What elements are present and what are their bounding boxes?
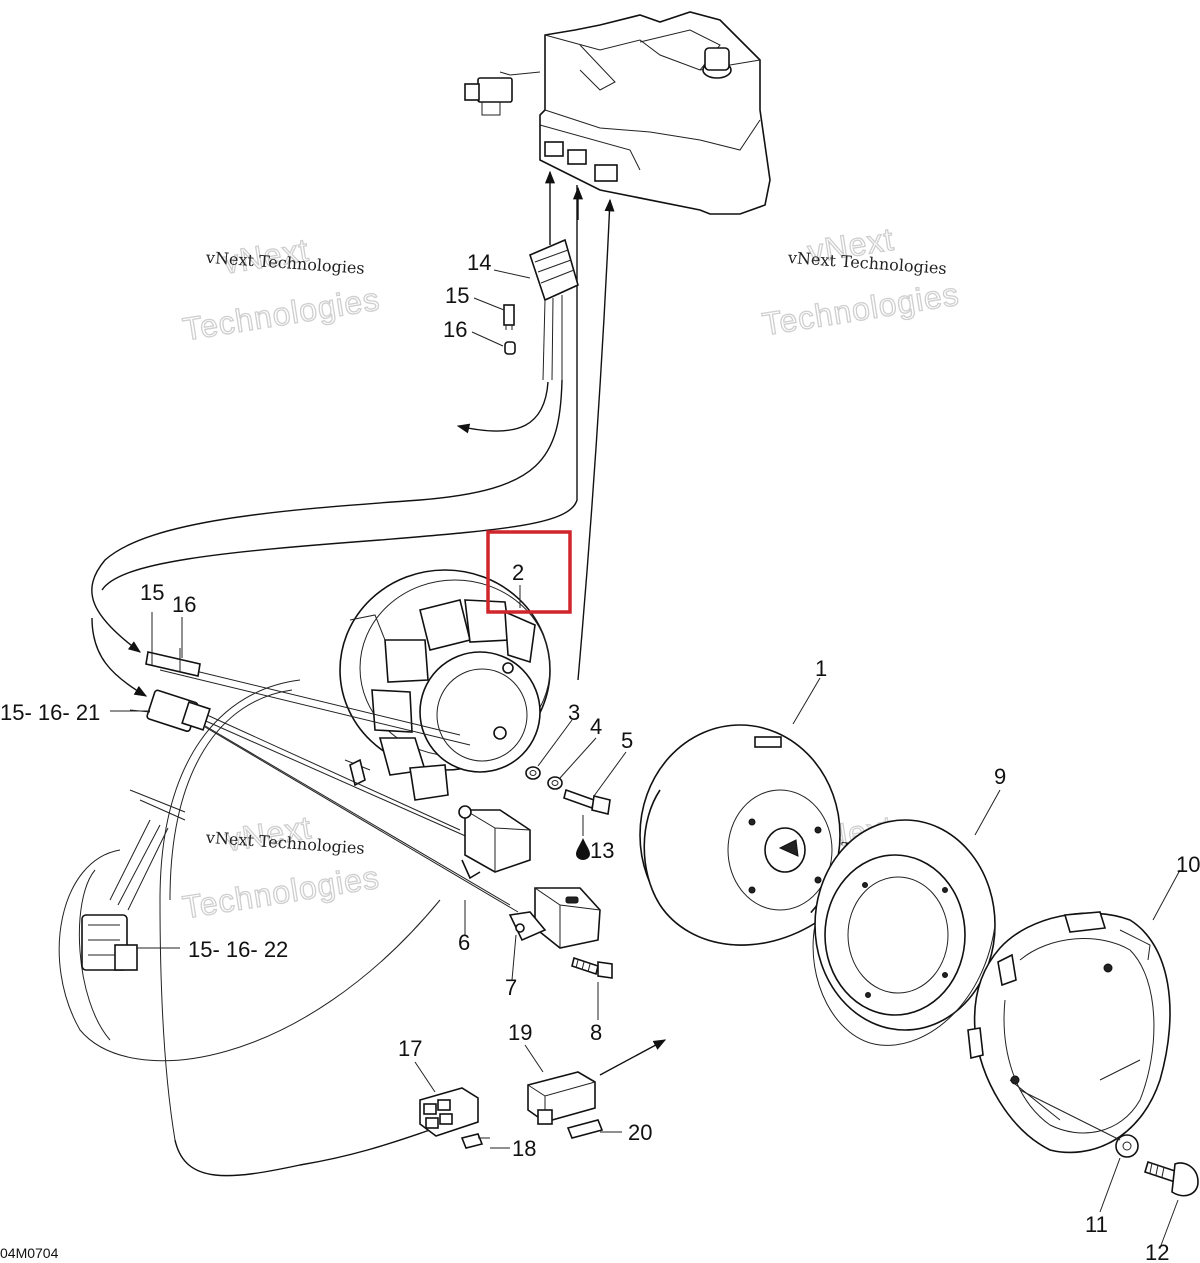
label-part-16-top: 16 bbox=[443, 317, 467, 342]
label-15-16-21: 15- 16- 21 bbox=[0, 700, 100, 725]
connector-19 bbox=[527, 1071, 596, 1125]
electronic-module bbox=[464, 11, 771, 215]
watermark-big-line2: Technologies bbox=[180, 859, 382, 926]
washer-11 bbox=[1115, 1134, 1139, 1158]
label-part-9: 9 bbox=[994, 764, 1006, 789]
watermark-top-right: vNext Technologies vNext Technologies bbox=[759, 220, 962, 343]
terminal-20 bbox=[566, 1119, 604, 1139]
drawing-code: 04M0704 bbox=[0, 1245, 59, 1261]
axis-line-cover bbox=[1019, 1089, 1121, 1141]
leader-12 bbox=[1159, 1199, 1179, 1249]
leader-7 bbox=[511, 934, 517, 981]
label-part-14: 14 bbox=[467, 250, 491, 275]
washer-3 bbox=[525, 766, 541, 780]
leader-16-top bbox=[471, 331, 504, 347]
loctite-drop-icon bbox=[576, 838, 590, 860]
leader-17 bbox=[414, 1061, 436, 1093]
label-part-20: 20 bbox=[628, 1120, 652, 1145]
leader-4 bbox=[559, 737, 597, 779]
watermark-big-line2: Technologies bbox=[180, 281, 382, 348]
leader-19 bbox=[524, 1044, 544, 1073]
watermark-mid-left: vNext Technologies vNext Technologies bbox=[179, 809, 382, 927]
leader-3 bbox=[537, 719, 573, 767]
label-part-10: 10 bbox=[1176, 852, 1200, 877]
wiring-harness bbox=[58, 659, 519, 1177]
label-part-15-mid: 15 bbox=[140, 580, 164, 605]
bolt-8 bbox=[571, 956, 613, 979]
black-wire bbox=[174, 1129, 431, 1177]
harness-wire-3 bbox=[91, 617, 148, 697]
highlight-box-part-2 bbox=[486, 530, 572, 614]
ring-gear-9 bbox=[812, 819, 996, 1046]
cover-10 bbox=[967, 911, 1171, 1154]
label-part-18: 18 bbox=[512, 1136, 536, 1161]
stator-coils bbox=[371, 599, 536, 801]
harness-wire-1 bbox=[91, 379, 563, 653]
connector-17 bbox=[419, 1087, 479, 1137]
stator-2 bbox=[339, 569, 551, 801]
leader-10 bbox=[1152, 869, 1181, 921]
label-part-1: 1 bbox=[815, 656, 827, 681]
label-part-8: 8 bbox=[590, 1020, 602, 1045]
label-part-5: 5 bbox=[621, 728, 633, 753]
label-part-12: 12 bbox=[1145, 1240, 1169, 1263]
connector-15-16-21 bbox=[129, 689, 211, 733]
arrow-to-module-3 bbox=[577, 198, 615, 681]
label-15-16-22: 15- 16- 22 bbox=[188, 937, 288, 962]
leader-15-top bbox=[473, 297, 505, 311]
connector-14 bbox=[529, 238, 579, 381]
label-part-2: 2 bbox=[512, 560, 524, 585]
pickup-sensor-6 bbox=[458, 805, 531, 880]
harness-wire-2 bbox=[101, 185, 578, 591]
sensor-7 bbox=[508, 887, 601, 949]
label-part-16-mid: 16 bbox=[172, 592, 196, 617]
leader-5 bbox=[593, 751, 627, 797]
label-part-11: 11 bbox=[1085, 1212, 1108, 1237]
leader-1 bbox=[792, 677, 821, 725]
rotor-1 bbox=[639, 724, 841, 946]
watermark-big-line2: Technologies bbox=[760, 276, 962, 343]
label-part-15-top: 15 bbox=[445, 283, 469, 308]
seal-16-small bbox=[504, 341, 516, 355]
leader-9 bbox=[974, 789, 1001, 836]
terminals-15-16-upper bbox=[145, 645, 201, 677]
label-part-17: 17 bbox=[398, 1036, 422, 1061]
bolt-12 bbox=[1144, 1160, 1199, 1197]
leader-14 bbox=[493, 269, 531, 279]
connector-15-16-22 bbox=[81, 914, 138, 971]
label-part-3: 3 bbox=[568, 700, 580, 725]
label-part-13: 13 bbox=[590, 838, 614, 863]
watermark-top-left: vNext Technologies vNext Technologies bbox=[180, 231, 383, 348]
terminal-18 bbox=[460, 1133, 490, 1149]
leader-11 bbox=[1099, 1157, 1121, 1213]
terminal-15-small bbox=[503, 304, 515, 330]
label-part-6: 6 bbox=[458, 930, 470, 955]
arrow-branch-left bbox=[456, 381, 549, 434]
bolt-5 bbox=[563, 788, 611, 815]
washer-4 bbox=[547, 776, 563, 790]
label-part-4: 4 bbox=[590, 714, 602, 739]
label-part-7: 7 bbox=[505, 975, 517, 1000]
arrow-connector-19 bbox=[599, 1039, 667, 1076]
label-part-19: 19 bbox=[508, 1020, 532, 1045]
